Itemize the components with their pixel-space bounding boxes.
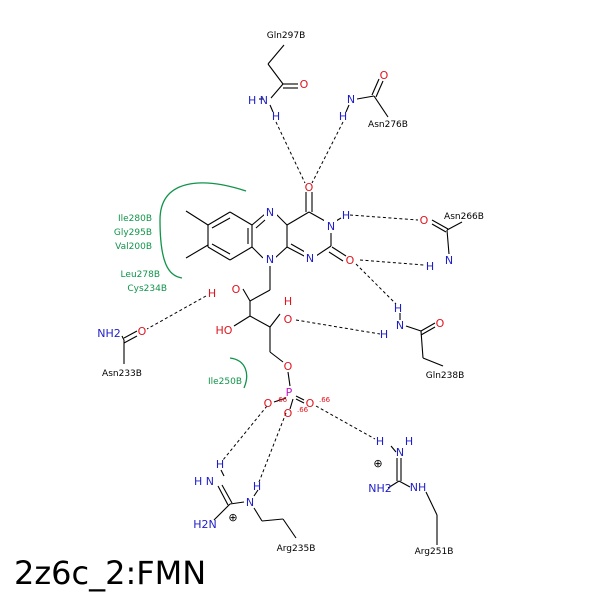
atom-gln238-h1: H: [394, 302, 402, 315]
atom-asn276-h: H: [339, 110, 347, 123]
residue-asn266b: Asn266B: [444, 212, 484, 222]
hydrophobic-label-cys234b: Cys234B: [127, 284, 167, 294]
atom-h3: H: [342, 209, 350, 222]
hbond-gln297-o4: [275, 121, 306, 184]
atom-op2: O: [306, 397, 315, 410]
atom-asn233-o: O: [138, 325, 147, 338]
atom-p: P: [286, 386, 293, 399]
hbond-oh-asn233: [146, 295, 207, 330]
atom-arg251-h2: H: [405, 435, 413, 448]
residue-arg235b: Arg235B: [277, 544, 316, 554]
hbond-o2-gln238: [355, 263, 397, 305]
hbond-o2-asn266: [359, 259, 425, 266]
hydrophobic-label-leu278b: Leu278B: [121, 270, 160, 280]
plus-icon-arg251: ⊕: [373, 457, 382, 470]
charge-op3: .66: [297, 406, 309, 414]
residue-atom-labels: O H N H O N H O H N H N H O O NH2 H H N …: [97, 69, 453, 531]
hydrophobic-label-ile250b: Ile250B: [208, 377, 242, 387]
atom-o4: O: [305, 181, 314, 194]
atom-arg251-nh2: NH2: [368, 482, 392, 495]
hbond-op-arg251: [315, 405, 376, 440]
atom-arg235-ne: N: [246, 496, 254, 509]
residue-gln238b: Gln238B: [426, 371, 465, 381]
residue-gln297b: Gln297B: [267, 31, 306, 41]
atom-asn266-h: H: [426, 260, 434, 273]
hydrophobic-label-ile280b: Ile280B: [118, 214, 152, 224]
diagram-title: 2z6c_2:FMN: [14, 554, 206, 592]
atom-ho3: HO: [216, 324, 233, 337]
atom-arg251-n1: N: [396, 446, 404, 459]
atom-arg235-h2: H: [253, 480, 261, 493]
atom-gln297-o: O: [300, 78, 309, 91]
atom-arg251-h1: H: [376, 435, 384, 448]
charge-op1: .66: [276, 396, 288, 404]
residue-names: Gln297B Asn276B Asn266B Asn233B Gln238B …: [102, 31, 484, 557]
hydrogen-bonds: [146, 121, 425, 483]
hbond-op-arg235-a: [222, 405, 268, 461]
residue-asn276b: Asn276B: [368, 120, 408, 130]
atom-asn233-nh2: NH2: [97, 327, 121, 340]
charge-op2: .66: [319, 396, 331, 404]
atom-asn276-o: O: [380, 69, 389, 82]
atom-asn276-n: N: [347, 93, 355, 106]
ligand-atom-labels: N N N H N O O O H HO O H O P O .66 O .66…: [208, 181, 355, 420]
atom-arg235-h2n: H2N: [193, 518, 217, 531]
hbond-oh-gln238: [295, 319, 381, 335]
atom-n10: N: [266, 253, 274, 266]
atom-o4-ribityl: O: [284, 313, 293, 326]
hbond-asn276-o4: [311, 121, 344, 184]
atom-arg235-hn: H N: [194, 475, 214, 488]
atom-gln238-o: O: [436, 317, 445, 330]
hbond-op-arg235-b: [258, 412, 287, 483]
fmn-ligand: [185, 192, 347, 410]
atom-gln238-h2: H: [380, 328, 388, 341]
atom-arg235-h1: H: [216, 458, 224, 471]
atom-gln297-hn: H N: [248, 94, 268, 107]
atom-asn266-n: N: [445, 254, 453, 267]
atom-n3: N: [327, 220, 335, 233]
atom-gln297-h: H: [272, 110, 280, 123]
hydrophobic-arc-2: [229, 357, 248, 389]
hydrophobic-contacts: [159, 182, 248, 389]
hydrophobic-label-val200b: Val200B: [115, 242, 152, 252]
atom-h-o4-ribityl: H: [284, 295, 292, 308]
atom-arg251-nh: NH: [410, 481, 427, 494]
hydrophobic-labels: Ile280B Gly295B Val200B Leu278B Cys234B …: [114, 214, 242, 387]
atom-o2-ribityl: O: [232, 283, 241, 296]
residue-asn233b: Asn233B: [102, 369, 142, 379]
atom-gln238-n: N: [396, 319, 404, 332]
atom-o5-ester: O: [284, 360, 293, 373]
atom-n1: N: [306, 252, 314, 265]
atom-op3: O: [284, 407, 293, 420]
hydrophobic-arc-1: [159, 182, 247, 279]
residue-bonds: [121, 44, 463, 545]
hbond-n3-asn266: [349, 214, 419, 221]
atom-asn266-o: O: [420, 214, 429, 227]
atom-n5: N: [266, 206, 274, 219]
atom-h-o2-ribityl: H: [208, 287, 216, 300]
atom-op1: O: [264, 397, 273, 410]
residue-arg251b: Arg251B: [415, 547, 454, 557]
plus-icon-arg235: ⊕: [228, 511, 237, 524]
hydrophobic-label-gly295b: Gly295B: [114, 228, 152, 238]
atom-o2: O: [346, 254, 355, 267]
